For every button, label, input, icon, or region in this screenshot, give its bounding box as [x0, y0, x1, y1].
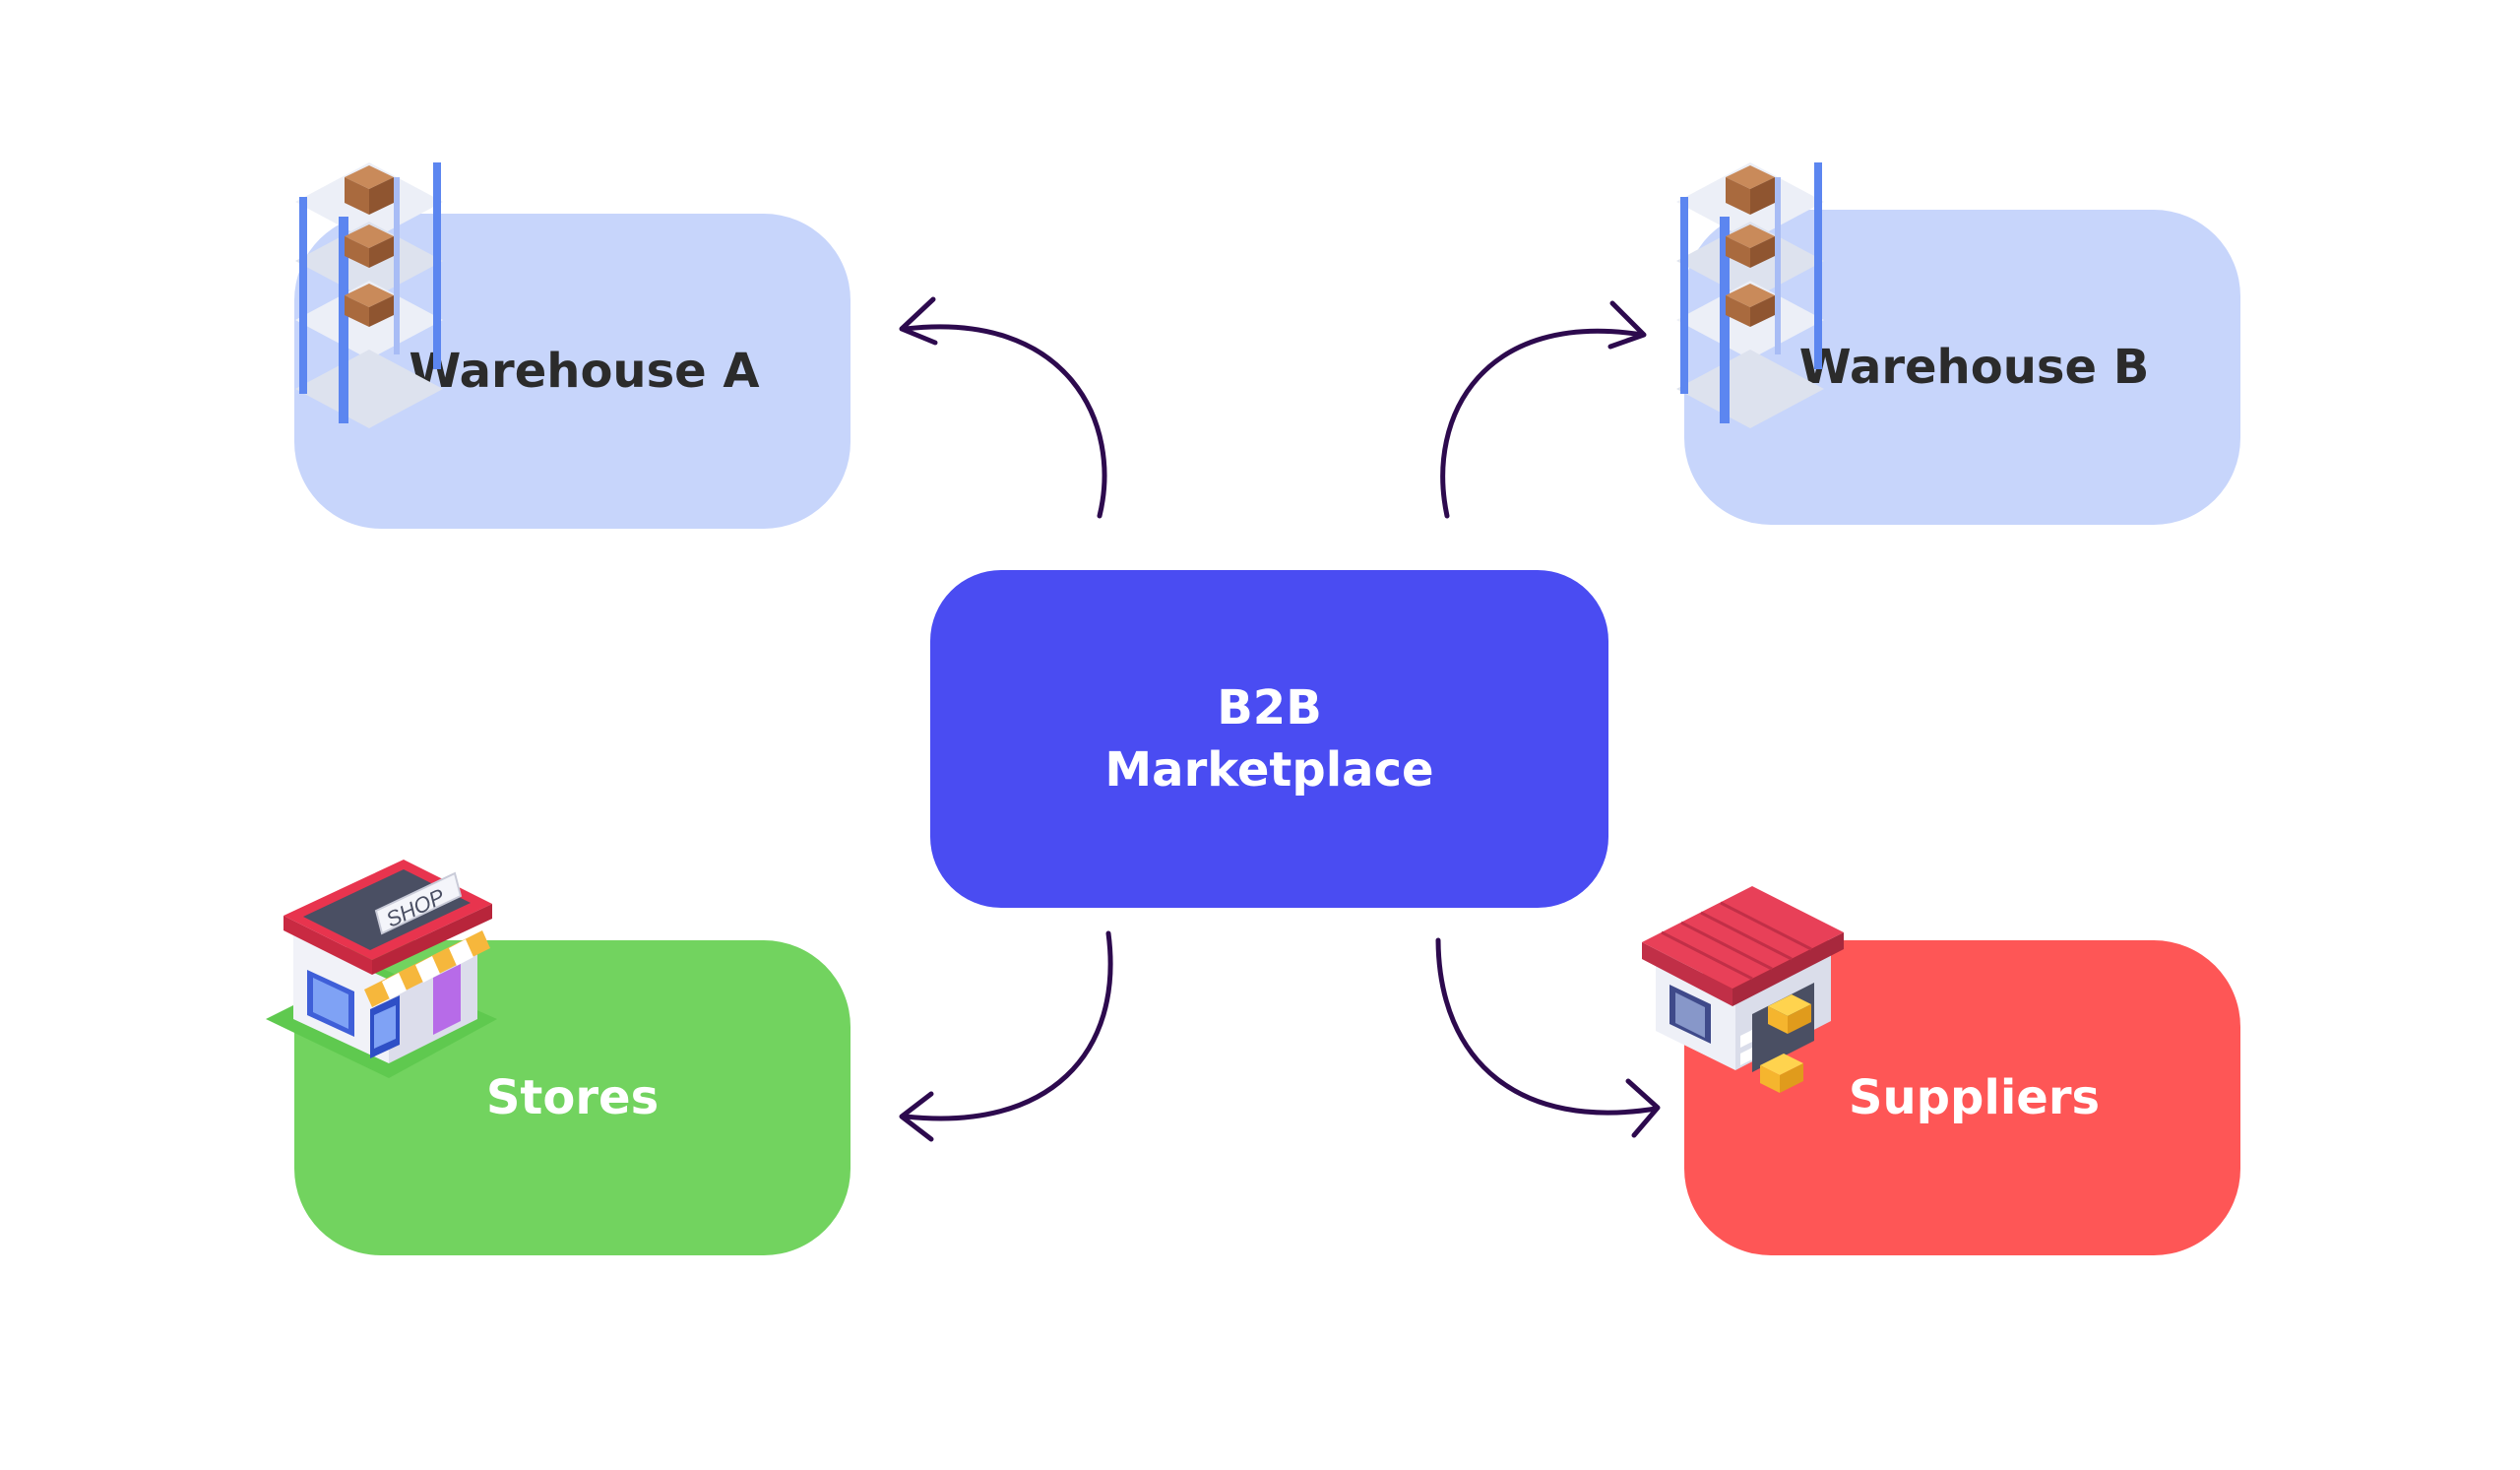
warehouse-shelf-icon: [1676, 162, 1824, 428]
node-b2b-marketplace: B2B Marketplace: [930, 570, 1608, 908]
edge-to-warehouse-b: [1440, 328, 1645, 519]
node-label: Warehouse A: [409, 343, 760, 399]
edge-to-warehouse-a: [903, 324, 1107, 519]
arrowhead-warehouse-b: [1607, 300, 1647, 350]
shop-icon: SHOP: [266, 860, 497, 1078]
edge-to-suppliers: [1435, 937, 1659, 1116]
node-label: B2B Marketplace: [1104, 680, 1434, 798]
node-label: Suppliers: [1848, 1069, 2101, 1125]
arrowhead-warehouse-a: [899, 296, 938, 346]
node-label: Warehouse B: [1798, 339, 2150, 395]
node-label: Stores: [485, 1069, 660, 1125]
arrowhead-stores: [899, 1091, 934, 1142]
arrowhead-suppliers: [1625, 1078, 1661, 1138]
edge-to-stores: [903, 930, 1113, 1121]
warehouse-shelf-icon: [295, 162, 443, 428]
supplier-depot-icon: [1642, 886, 1844, 1093]
